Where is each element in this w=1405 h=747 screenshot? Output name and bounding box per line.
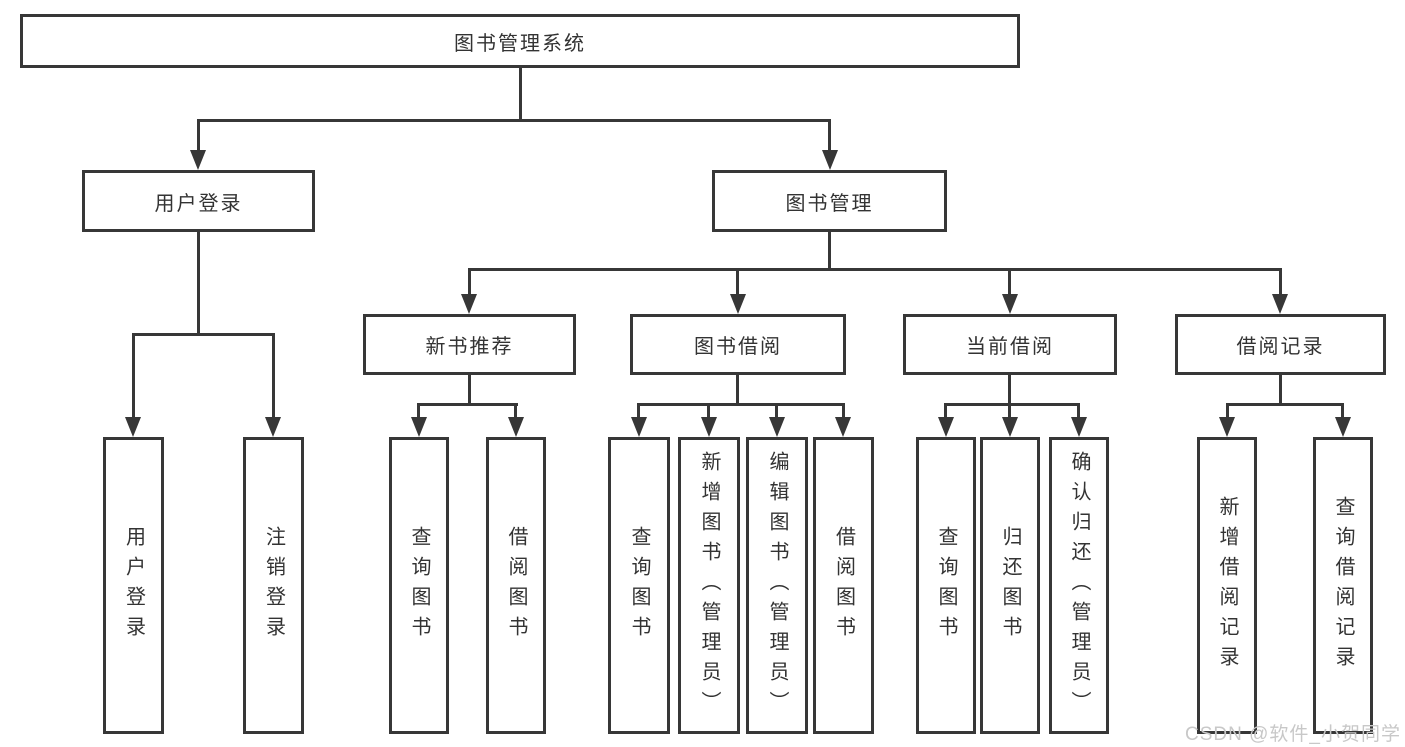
arrow-down-icon [1335,417,1351,437]
connector-line [842,403,845,420]
leaf-query-borrow-record: 查询借阅记录 [1313,437,1373,734]
connector-line [197,119,200,152]
leaf-add-borrow-record: 新增借阅记录 [1197,437,1257,734]
connector-line [828,232,831,271]
arrow-down-icon [631,417,647,437]
arrow-down-icon [461,294,477,314]
node-label: 归还图书 [999,525,1021,646]
connector-line [736,375,739,406]
connector-line [736,268,739,296]
node-new-book-recommendation: 新书推荐 [363,314,576,375]
connector-line [1279,375,1282,406]
node-label: 借阅记录 [1236,336,1325,358]
connector-line [417,403,518,406]
connector-line [132,333,135,419]
leaf-user-login: 用户登录 [103,437,164,734]
connector-line [272,333,275,419]
arrow-down-icon [265,417,281,437]
connector-line [197,232,200,335]
connector-line [1008,403,1011,420]
arrow-down-icon [190,150,206,170]
arrow-down-icon [508,417,524,437]
node-label: 注销登录 [262,525,285,646]
connector-line [944,403,947,420]
connector-line [197,119,831,122]
connector-line [1226,403,1344,406]
leaf-edit-book-admin: 编辑图书（管理员） [746,437,808,734]
node-label: 查询图书 [935,525,957,646]
arrow-down-icon [769,417,785,437]
connector-line [417,403,420,420]
arrow-down-icon [822,150,838,170]
node-label: 图书管理系统 [454,32,586,55]
arrow-down-icon [125,417,141,437]
leaf-borrow-books: 借阅图书 [813,437,874,734]
node-book-management: 图书管理 [712,170,947,232]
node-borrowing-records: 借阅记录 [1175,314,1386,375]
node-label: 当前借阅 [966,336,1054,358]
leaf-return-books: 归还图书 [980,437,1040,734]
leaf-query-books-recommendation: 查询图书 [389,437,449,734]
connector-line [1279,268,1282,296]
connector-line [775,403,778,420]
node-label: 新增图书（管理员） [698,450,720,721]
connector-line [1008,268,1011,296]
connector-line [468,268,1282,271]
node-label: 查询图书 [408,525,430,646]
arrow-down-icon [701,417,717,437]
leaf-add-book-admin: 新增图书（管理员） [678,437,740,734]
arrow-down-icon [1219,417,1235,437]
leaf-logout: 注销登录 [243,437,304,734]
connector-line [1226,403,1229,420]
connector-line [519,68,522,121]
node-label: 图书借阅 [694,336,782,358]
arrow-down-icon [411,417,427,437]
arrow-down-icon [1272,294,1288,314]
node-label: 图书管理 [785,192,874,215]
connector-line [1341,403,1344,420]
leaf-borrow-books-recommendation: 借阅图书 [486,437,546,734]
connector-line [1077,403,1080,420]
arrow-down-icon [1071,417,1087,437]
node-library-management-system: 图书管理系统 [20,14,1020,68]
node-label: 查询借阅记录 [1332,495,1354,676]
node-current-borrowing: 当前借阅 [903,314,1117,375]
connector-line [637,403,640,420]
arrow-down-icon [938,417,954,437]
node-label: 查询图书 [628,525,650,646]
watermark: CSDN @软件_小贺同学 [1185,724,1401,745]
node-label: 新书推荐 [425,336,514,358]
connector-line [514,403,517,420]
connector-line [944,403,1080,406]
node-label: 借阅图书 [832,525,855,646]
node-label: 新增借阅记录 [1216,495,1238,676]
node-user-login: 用户登录 [82,170,315,232]
arrow-down-icon [835,417,851,437]
connector-line [132,333,275,336]
connector-line [1008,375,1011,406]
connector-line [468,268,471,296]
connector-line [468,375,471,406]
arrow-down-icon [730,294,746,314]
node-label: 用户登录 [122,525,145,646]
connector-line [828,119,831,152]
leaf-query-books-borrowing: 查询图书 [608,437,670,734]
node-label: 用户登录 [154,192,243,215]
node-label: 确认归还（管理员） [1068,450,1090,721]
leaf-query-books-current: 查询图书 [916,437,976,734]
node-label: 借阅图书 [505,525,527,646]
arrow-down-icon [1002,294,1018,314]
leaf-confirm-return-admin: 确认归还（管理员） [1049,437,1109,734]
node-book-borrowing: 图书借阅 [630,314,846,375]
connector-line [707,403,710,420]
connector-line [637,403,845,406]
node-label: 编辑图书（管理员） [766,450,788,721]
arrow-down-icon [1002,417,1018,437]
